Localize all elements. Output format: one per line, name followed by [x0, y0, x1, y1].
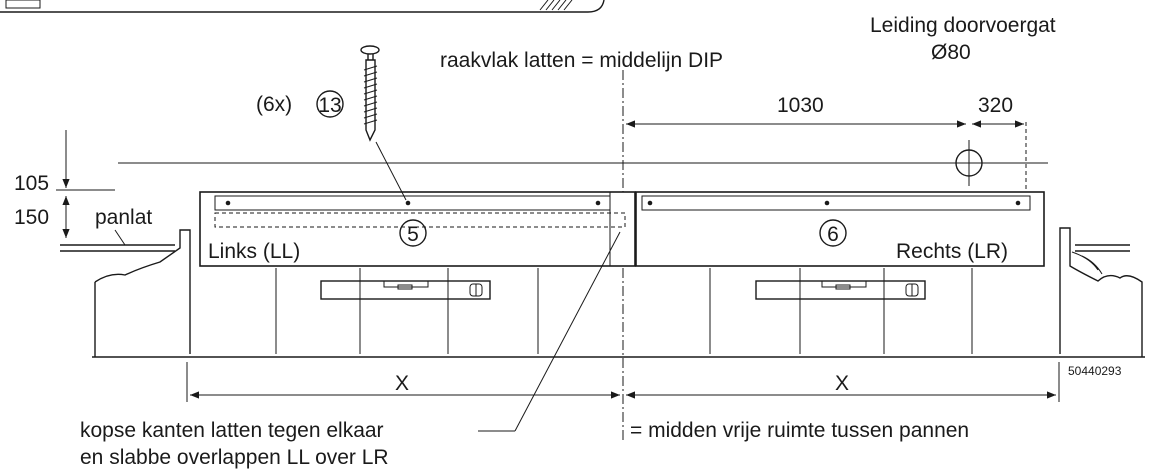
dim-1030-label: 1030 — [777, 94, 824, 117]
dim-320-label: 320 — [978, 94, 1013, 117]
batten-left-number-circle — [399, 219, 427, 247]
pipe-hole-circle — [950, 140, 988, 186]
leiding-label: Leiding doorvoergat — [870, 14, 1056, 37]
top-frame-fragment — [0, 0, 605, 13]
screw-number: 13 — [318, 94, 341, 117]
x-right-label: X — [835, 372, 849, 395]
batten-left-number: 5 — [407, 223, 419, 246]
diameter-label: Ø80 — [931, 41, 971, 64]
dimension-105-150 — [56, 130, 115, 238]
screw-qty-label: (6x) — [256, 93, 292, 116]
drawing-code: 50440293 — [1068, 364, 1122, 378]
batten-right-name: Rechts (LR) — [896, 240, 1008, 263]
spirit-level-left — [320, 280, 491, 300]
note-line-1: kopse kanten latten tegen elkaar — [80, 419, 384, 442]
dim-105-label: 105 — [14, 172, 49, 195]
raakvlak-label: raakvlak latten = middelijn DIP — [440, 49, 723, 72]
batten-right-number: 6 — [827, 223, 839, 246]
panlat-right — [1071, 244, 1130, 275]
screw-icon — [360, 45, 407, 201]
spirit-level-right — [755, 280, 926, 300]
panlat-label: panlat — [95, 206, 152, 229]
dim-150-label: 150 — [14, 206, 49, 229]
x-left-label: X — [395, 372, 409, 395]
screw-number-circle — [316, 90, 344, 118]
batten-right-number-circle — [819, 219, 847, 247]
batten-right — [635, 191, 1045, 267]
batten-left-name: Links (LL) — [208, 240, 300, 263]
note-leader-diagonal — [514, 231, 621, 432]
note-line-2: en slabbe overlappen LL over LR — [80, 446, 389, 469]
midden-label: = midden vrije ruimte tussen pannen — [630, 419, 969, 442]
batten-left — [199, 191, 636, 267]
roof-base — [92, 227, 1145, 358]
dimension-x — [186, 362, 1060, 402]
panlat-left — [60, 229, 175, 252]
